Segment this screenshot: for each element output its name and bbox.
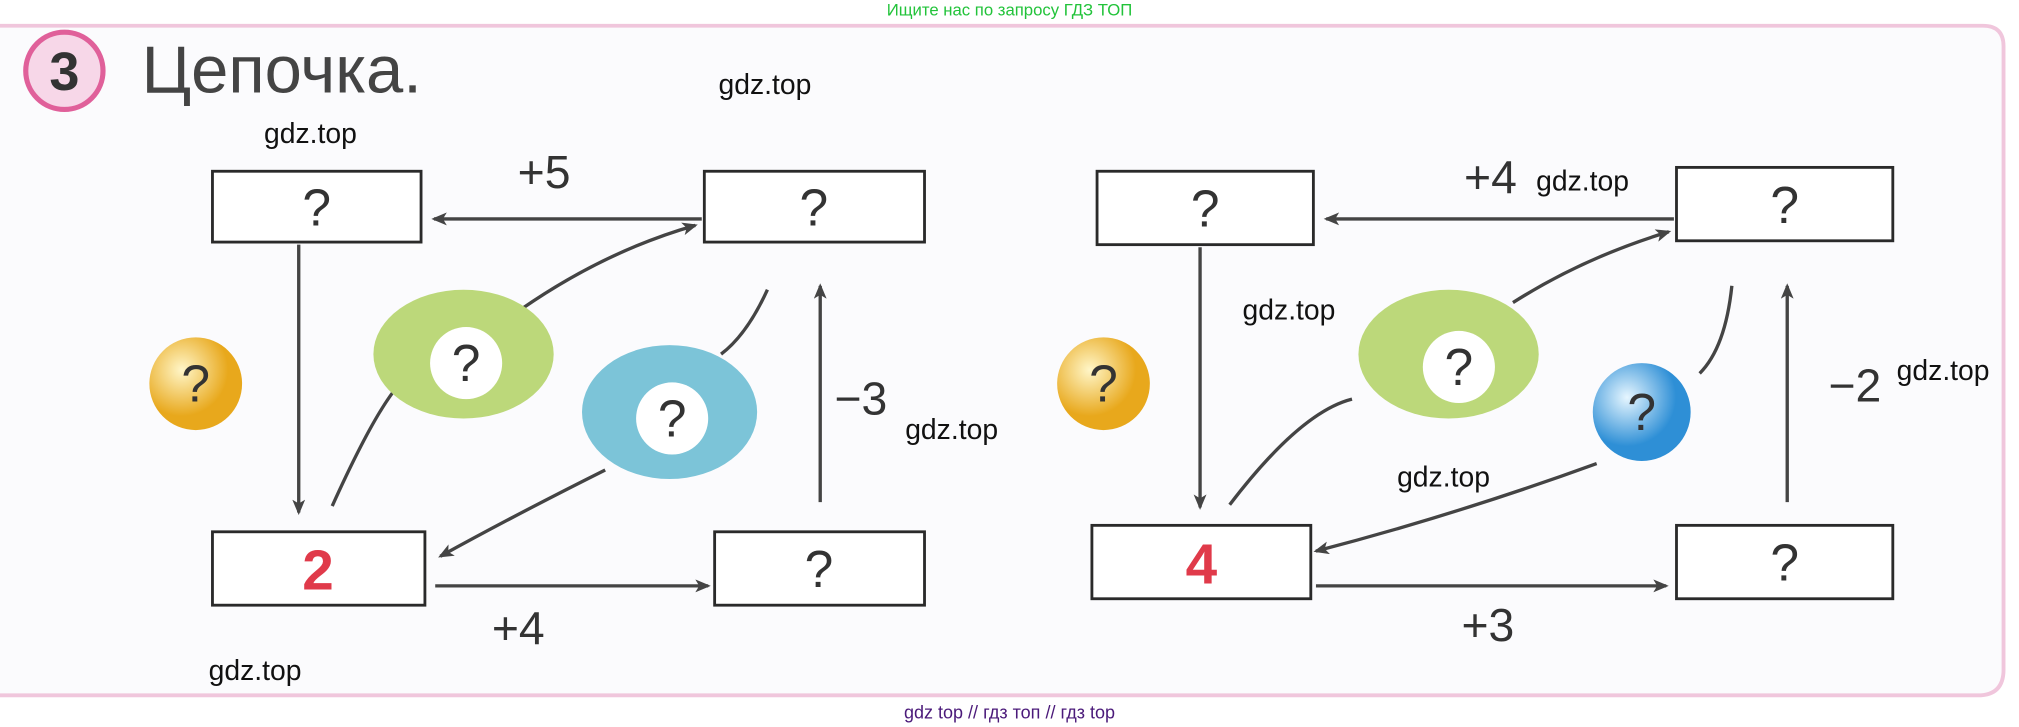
task-number-badge	[23, 29, 106, 113]
op-right: −2	[1828, 360, 1881, 412]
start-value: 4	[1186, 533, 1218, 596]
watermark: gdz.top	[1397, 462, 1490, 494]
op-bottom: +4	[492, 602, 545, 654]
watermark: gdz.top	[1243, 294, 1336, 326]
box-bottom-right[interactable]	[1675, 523, 1895, 601]
unknown-value: ?	[1770, 534, 1799, 592]
unknown-value: ?	[1770, 176, 1799, 234]
chain-left: ? ? 2 ? +5 −3 +4 ? ? ?	[149, 146, 926, 654]
footer-links[interactable]: gdz top // гдз топ // гдз top	[904, 702, 1115, 722]
page-background	[0, 23, 2006, 698]
watermark: gdz.top	[1897, 355, 1990, 387]
op-right: −3	[834, 373, 887, 425]
unknown-value: ?	[1627, 383, 1656, 441]
task-title: Цепочка.	[142, 33, 422, 108]
top-banner[interactable]: Ищите нас по запросу ГДЗ ТОП	[887, 0, 1133, 19]
unknown-value: ?	[302, 178, 331, 236]
unknown-value: ?	[805, 540, 834, 598]
ornament-icon	[1057, 337, 1150, 431]
ornament-icon	[1592, 363, 1691, 461]
box-top-left[interactable]	[1095, 169, 1315, 247]
box-top-left[interactable]	[211, 169, 423, 244]
unknown-value: ?	[452, 334, 481, 392]
box-top-right[interactable]	[1675, 165, 1895, 243]
arrow-curve-down	[1316, 285, 1734, 551]
watermark: gdz.top	[209, 655, 302, 687]
watermark: gdz.top	[264, 118, 357, 150]
ornament-icon	[149, 337, 243, 431]
op-top: +4	[1464, 151, 1517, 203]
box-top-right[interactable]	[702, 169, 926, 244]
box-bottom-left[interactable]	[211, 530, 427, 607]
start-value: 2	[302, 540, 334, 603]
task-number: 3	[49, 42, 79, 102]
unknown-value: ?	[1191, 180, 1220, 238]
op-top: +5	[518, 146, 571, 198]
watermark: gdz.top	[1536, 166, 1629, 198]
unknown-value: ?	[658, 390, 687, 448]
unknown-value: ?	[181, 355, 210, 413]
unknown-value: ?	[1089, 355, 1118, 413]
box-bottom-right[interactable]	[713, 530, 926, 607]
arrow-curve-down	[440, 289, 769, 557]
arrow-curve-up	[1228, 232, 1669, 506]
watermark: gdz.top	[718, 69, 811, 101]
watermark: gdz.top	[905, 414, 998, 446]
unknown-value: ?	[799, 178, 828, 236]
chain-right: ? ? 4 ? +4 −2 +3 ? ? ?	[1057, 151, 1895, 651]
op-bottom: +3	[1461, 599, 1514, 651]
unknown-value: ?	[1445, 338, 1474, 396]
